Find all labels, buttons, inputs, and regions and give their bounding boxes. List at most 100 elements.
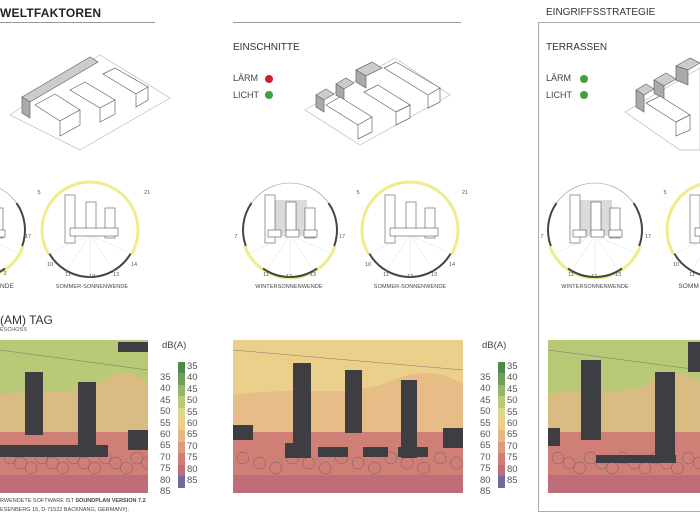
sun-path-arc (360, 180, 460, 255)
noise-map (548, 340, 700, 493)
legend-value-left: 75 (160, 463, 171, 475)
building-elevation (285, 229, 300, 238)
legend-value-right: 75 (507, 452, 518, 464)
legend-swatch (178, 430, 185, 443)
building-elevation (69, 227, 119, 237)
tree-symbol (351, 456, 365, 470)
licht-status-dot-green (265, 91, 273, 99)
sun-caption-winter: WINTERSONNENWENDE (255, 284, 323, 290)
sun-diagrams (0, 180, 700, 280)
licht-label: LICHT (546, 90, 573, 100)
hour-ray (386, 234, 411, 271)
winter-sun-diagram (242, 182, 338, 280)
noise-map (233, 340, 463, 493)
building-footprint (285, 443, 305, 458)
tree-symbol (236, 451, 250, 465)
summer-sun-diagram (665, 182, 700, 276)
laerm-label: LÄRM (233, 73, 259, 83)
tree-symbol (318, 461, 332, 475)
legend-value-left: 50 (160, 406, 171, 418)
legend-value-left: 70 (480, 451, 491, 463)
noise-map (0, 340, 148, 493)
legend-swatch (498, 419, 505, 431)
legend-value-right: 35 (507, 361, 518, 372)
building-elevation (304, 207, 316, 239)
shadow-arc (15, 202, 26, 247)
sun-caption-winter: NDE (0, 283, 15, 290)
building-elevation (689, 194, 700, 244)
variant-title-einschnitte: EINSCHNITTE (233, 42, 300, 53)
legend-value-left: 85 (480, 486, 491, 497)
iso-existing (9, 54, 171, 151)
noise-map-body (0, 340, 148, 493)
hour-label: 10 (672, 262, 680, 268)
laerm-status-dot-green (580, 75, 588, 83)
building-elevation (303, 229, 318, 238)
hour-label: 12 (285, 274, 293, 280)
hour-label: 14 (130, 262, 138, 268)
hour-ray (66, 234, 91, 271)
sun-caption-summer: SOMMER-SONNENWENDE (373, 284, 447, 290)
legend-unit: dB(A) (162, 340, 187, 351)
building-footprint (118, 342, 148, 352)
tree-symbol (109, 456, 122, 470)
sun-path-arc (665, 182, 700, 255)
sun-caption-winter: WINTERSONNENWENDE (561, 284, 629, 290)
hour-label: 10 (364, 262, 372, 268)
hour-ray (49, 234, 91, 254)
building-footprint (548, 428, 560, 446)
legend-value-left: 40 (480, 383, 491, 395)
summer-sun-diagram (360, 180, 460, 278)
legend-value-right: 65 (187, 429, 198, 441)
hour-ray (289, 234, 331, 254)
hour-label: 3 (3, 271, 7, 277)
laerm-status-dot-red (265, 75, 273, 83)
building-elevation (0, 207, 4, 239)
hour-label: 5 (356, 190, 360, 196)
legend-value-left: 80 (480, 474, 491, 486)
building-elevation (104, 207, 116, 239)
legend-swatch (178, 362, 185, 374)
software-footnote: RWENDETE SOFTWARE IST SOUNDPLAN VERSION … (0, 498, 146, 504)
legend-swatch (178, 373, 185, 386)
legend-swatch (178, 464, 185, 477)
hour-label: 13 (430, 272, 438, 278)
sun-caption-summer: SOMM (678, 283, 699, 290)
legend-swatch (178, 407, 185, 420)
building-elevation (267, 229, 282, 238)
tree-symbol (120, 461, 133, 475)
hour-ray (89, 234, 114, 271)
building-footprint (596, 455, 676, 463)
tree-symbol (562, 456, 576, 470)
hour-label: 13 (309, 272, 317, 278)
building-footprint (25, 372, 43, 435)
hour-label: 14 (448, 262, 456, 268)
legend-swatch (498, 476, 505, 488)
legend-swatch (498, 373, 505, 386)
legend-value-right: 80 (187, 463, 198, 475)
building-elevation (569, 194, 581, 244)
iso-terrassen (624, 57, 700, 151)
tree-symbol (417, 461, 430, 475)
building-elevation (572, 229, 587, 238)
legend-value-left: 85 (160, 486, 171, 497)
building-footprint (401, 380, 417, 458)
building-elevation (0, 229, 6, 238)
hour-ray (571, 234, 596, 271)
legend-value-right: 55 (187, 406, 198, 418)
hour-ray (554, 234, 596, 254)
legend-swatch (498, 464, 505, 477)
tree-symbol (253, 456, 266, 470)
hour-label: 11 (568, 272, 574, 278)
building-elevation (424, 207, 436, 239)
hour-label: 17 (644, 234, 652, 240)
legend-swatch (178, 396, 185, 409)
tree-symbol (368, 461, 381, 475)
legend-value-left: 35 (160, 372, 171, 383)
tree-symbol (24, 461, 38, 475)
legend-swatch (498, 384, 505, 397)
legend-swatch (498, 453, 505, 466)
